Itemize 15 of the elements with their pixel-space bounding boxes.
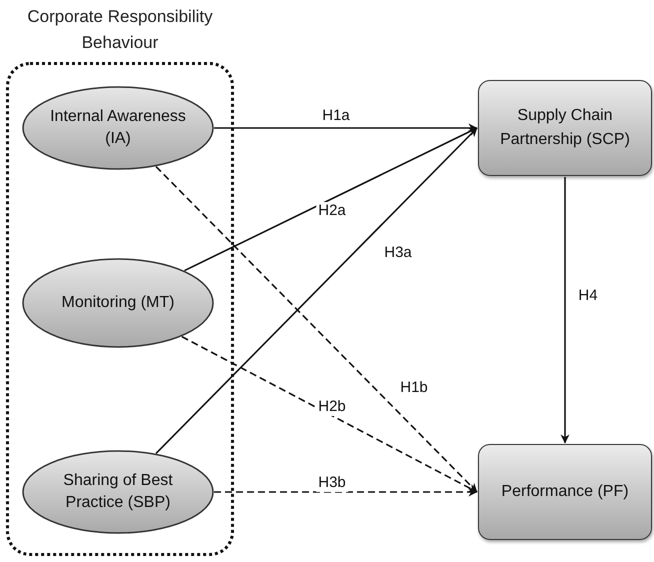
construct-ellipse: Monitoring (MT) <box>22 258 214 348</box>
arrow <box>181 336 478 493</box>
arrow <box>214 124 478 132</box>
group-heading: Corporate Responsibility Behaviour <box>26 6 214 54</box>
construct-box: Performance (PF) <box>478 444 652 540</box>
arrow <box>155 166 478 493</box>
arrow <box>155 127 478 454</box>
edge-label: H2b <box>316 398 348 416</box>
edge-label: H3b <box>316 474 348 492</box>
arrow <box>214 488 478 496</box>
construct-ellipse: Internal Awareness (IA) <box>22 86 214 170</box>
construct-box: Supply Chain Partnership (SCP) <box>478 80 652 176</box>
arrow <box>184 127 478 272</box>
construct-ellipse: Sharing of Best Practice (SBP) <box>22 450 214 534</box>
arrow <box>560 177 570 444</box>
